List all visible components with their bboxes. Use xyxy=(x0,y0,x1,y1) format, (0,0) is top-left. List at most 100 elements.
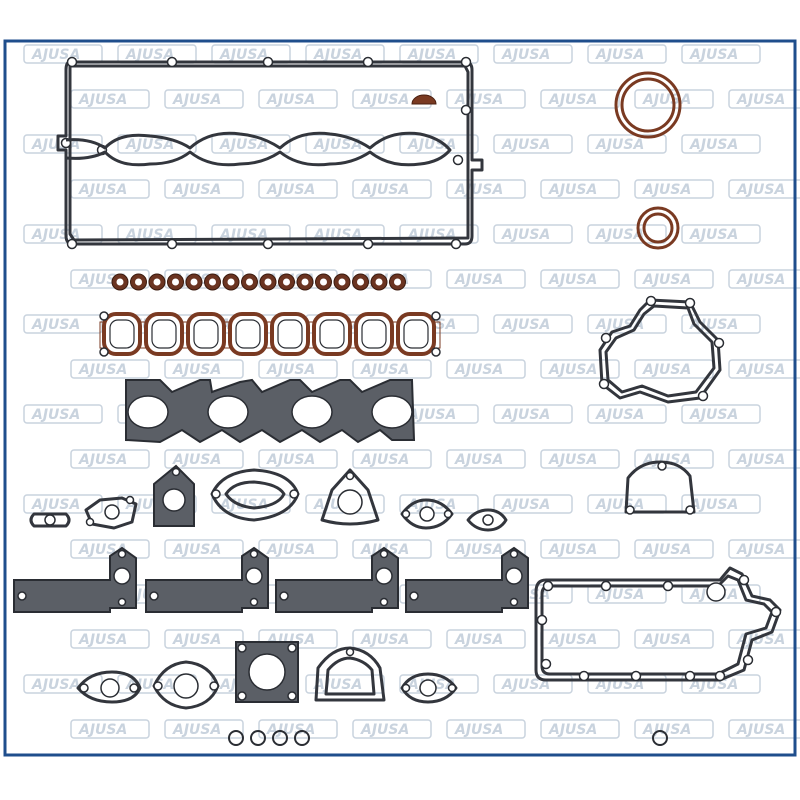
watermark-logo: AJUSA xyxy=(172,632,221,648)
watermark-logo: AJUSA xyxy=(736,542,785,558)
watermark-logo: AJUSA xyxy=(172,362,221,378)
watermark-logo: AJUSA xyxy=(501,407,550,423)
watermark-logo: AJUSA xyxy=(454,632,503,648)
watermark-logo: AJUSA xyxy=(548,92,597,108)
watermark-logo: AJUSA xyxy=(595,47,644,63)
valve-cover-gasket xyxy=(56,56,484,250)
watermark-logo: AJUSA xyxy=(219,47,268,63)
watermark-logo: AJUSA xyxy=(454,362,503,378)
exhaust-manifold-gasket xyxy=(125,378,416,444)
watermark-logo: AJUSA xyxy=(31,407,80,423)
watermark-logo: AJUSA xyxy=(736,182,785,198)
watermark-logo: AJUSA xyxy=(360,452,409,468)
watermark-logo: AJUSA xyxy=(407,407,456,423)
watermark-logo: AJUSA xyxy=(548,362,597,378)
watermark-logo: AJUSA xyxy=(736,272,785,288)
watermark-logo: AJUSA xyxy=(266,542,315,558)
frame-border xyxy=(3,39,797,757)
watermark-logo: AJUSA xyxy=(689,407,738,423)
valve-stem-seals xyxy=(111,273,406,291)
watermark-logo: AJUSA xyxy=(407,47,456,63)
watermark-logo: AJUSA xyxy=(360,92,409,108)
watermark-logo: AJUSA xyxy=(219,137,268,153)
watermark-logo: AJUSA xyxy=(360,362,409,378)
watermark-logo: AJUSA xyxy=(360,632,409,648)
watermark-logo: AJUSA xyxy=(642,632,691,648)
watermark-logo: AJUSA xyxy=(31,677,80,693)
watermark-logo: AJUSA xyxy=(736,452,785,468)
watermark-logo: AJUSA xyxy=(360,722,409,738)
watermark-logo: AJUSA xyxy=(407,137,456,153)
egr-cooler-gaskets xyxy=(13,546,529,613)
watermark-logo: AJUSA xyxy=(548,182,597,198)
watermark-logo: AJUSA xyxy=(313,47,362,63)
watermark-logo: AJUSA xyxy=(454,722,503,738)
watermark-logo: AJUSA xyxy=(501,227,550,243)
watermark-logo: AJUSA xyxy=(548,722,597,738)
watermark-logo: AJUSA xyxy=(595,137,644,153)
watermark-logo: AJUSA xyxy=(454,452,503,468)
watermark-logo: AJUSA xyxy=(548,632,597,648)
watermark-logo: AJUSA xyxy=(78,632,127,648)
watermark-logo: AJUSA xyxy=(736,92,785,108)
watermark-logo: AJUSA xyxy=(501,47,550,63)
watermark-logo: AJUSA xyxy=(172,452,221,468)
watermark-logo: AJUSA xyxy=(689,497,738,513)
watermark-logo: AJUSA xyxy=(736,722,785,738)
watermark-logo: AJUSA xyxy=(313,227,362,243)
watermark-logo: AJUSA xyxy=(125,137,174,153)
watermark-logo: AJUSA xyxy=(172,92,221,108)
watermark-logo: AJUSA xyxy=(501,317,550,333)
intake-manifold-gasket xyxy=(99,311,441,357)
watermark-logo: AJUSA xyxy=(313,677,362,693)
watermark-logo: AJUSA xyxy=(266,722,315,738)
watermark-logo: AJUSA xyxy=(407,227,456,243)
egr-gaskets-row-1 xyxy=(29,464,508,532)
egr-gaskets-row-2 xyxy=(76,641,458,710)
watermark-logo: AJUSA xyxy=(689,137,738,153)
watermark-logo: AJUSA xyxy=(360,182,409,198)
watermark-logo: AJUSA xyxy=(689,47,738,63)
watermark-logo: AJUSA xyxy=(266,362,315,378)
watermark-logo: AJUSA xyxy=(501,677,550,693)
watermark-logo: AJUSA xyxy=(78,452,127,468)
watermark-logo: AJUSA xyxy=(595,407,644,423)
watermark-logo: AJUSA xyxy=(31,497,80,513)
watermark-logo: AJUSA xyxy=(642,542,691,558)
water-pump-gasket xyxy=(598,295,725,404)
watermark-logo: AJUSA xyxy=(172,542,221,558)
watermark-logo: AJUSA xyxy=(31,317,80,333)
watermark-logo: AJUSA xyxy=(454,542,503,558)
watermark-logo: AJUSA xyxy=(736,632,785,648)
watermark-logo: AJUSA xyxy=(454,272,503,288)
watermark-logo: AJUSA xyxy=(125,47,174,63)
o-rings xyxy=(228,730,668,746)
watermark-logo: AJUSA xyxy=(172,182,221,198)
watermark-logo: AJUSA xyxy=(642,272,691,288)
watermark-logo: AJUSA xyxy=(78,182,127,198)
watermark-logo: AJUSA xyxy=(454,182,503,198)
watermark-logo: AJUSA xyxy=(595,227,644,243)
watermark-logo: AJUSA xyxy=(78,92,127,108)
watermark-logo: AJUSA xyxy=(548,542,597,558)
watermark-logo: AJUSA xyxy=(78,362,127,378)
watermark-logo: AJUSA xyxy=(642,92,691,108)
watermark-logo: AJUSA xyxy=(689,317,738,333)
watermark-logo: AJUSA xyxy=(736,362,785,378)
watermark-logo: AJUSA xyxy=(501,497,550,513)
watermark-logo: AJUSA xyxy=(266,92,315,108)
watermark-logo: AJUSA xyxy=(642,452,691,468)
thermostat-gasket xyxy=(624,460,696,515)
watermark-logo: AJUSA xyxy=(78,722,127,738)
watermark-logo: AJUSA xyxy=(266,182,315,198)
crankshaft-seal-large xyxy=(614,71,682,139)
watermark-logo: AJUSA xyxy=(548,452,597,468)
watermark-logo: AJUSA xyxy=(642,362,691,378)
watermark-logo: AJUSA xyxy=(266,452,315,468)
oil-pan-gasket xyxy=(534,566,782,682)
watermark-logo: AJUSA xyxy=(501,137,550,153)
watermark-logo: AJUSA xyxy=(642,182,691,198)
watermark-logo: AJUSA xyxy=(313,137,362,153)
